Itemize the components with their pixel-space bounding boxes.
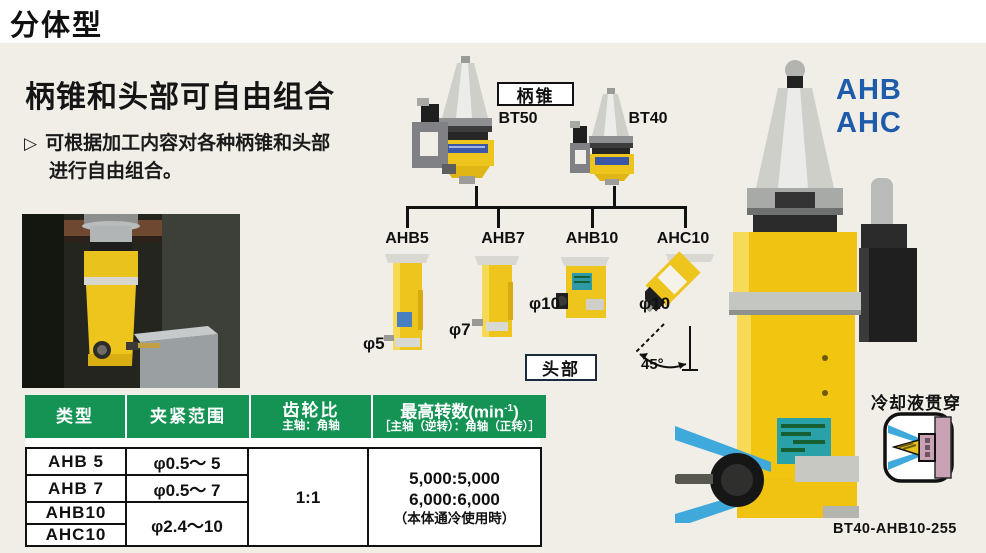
series-line2: AHC <box>836 107 902 139</box>
series-line1: AHB <box>836 74 902 106</box>
connector-horizontal <box>406 206 687 209</box>
ahb10-head-image <box>556 253 610 318</box>
main-product-image <box>675 60 917 523</box>
speed-line1: 5,000:5,000 <box>409 468 500 488</box>
shank-group-label: 柄锥 <box>497 82 574 106</box>
type-cell: AHC10 <box>25 523 127 547</box>
intro-bullet-line1: ▷可根据加工内容对各种柄锥和头部 <box>24 133 331 154</box>
type-cell: AHB10 <box>25 501 127 525</box>
spec-table-header: 类型 夹紧范围 齿轮比 主轴：角轴 最高转数(min-1) ［主轴（逆转）：角轴… <box>25 395 546 438</box>
ahb7-label: AHB7 <box>481 230 525 247</box>
connector-bt40 <box>613 186 616 207</box>
ahc10-label: AHC10 <box>656 230 710 247</box>
header-type: 类型 <box>25 395 125 438</box>
bt40-label: BT40 <box>628 110 668 127</box>
range-cell: φ0.5～ 5 <box>125 447 249 476</box>
connector-drop-4 <box>684 206 687 228</box>
connector-drop-2 <box>497 206 500 228</box>
table-row: AHC10 <box>25 523 541 547</box>
ahb5-head-image <box>384 250 430 350</box>
table-gap <box>25 438 540 447</box>
connector-bt50 <box>475 186 478 207</box>
head-group-label: 头部 <box>525 354 597 381</box>
table-row: AHB10 φ2.4～10 <box>25 501 541 547</box>
ahb5-diameter-label: φ5 <box>363 334 385 353</box>
series-name: AHB AHC <box>836 74 902 140</box>
ahc10-head-image <box>645 250 715 313</box>
intro-bullet: ▷可根据加工内容对各种柄锥和头部 进行自由组合。 <box>24 130 330 186</box>
spec-table: AHB 5 φ0.5～ 5 1:1 5,000:5,000 6,000:6,00… <box>25 447 542 547</box>
ahb7-head-image <box>472 252 520 337</box>
ahb10-diameter-label: φ10 <box>529 294 561 313</box>
intro-heading: 柄锥和头部可自由组合 <box>25 81 335 114</box>
product-code-label: BT40-AHB10-255 <box>833 521 957 537</box>
range-cell: φ2.4～10 <box>125 501 249 547</box>
ahb10-label: AHB10 <box>565 230 619 247</box>
angle-annotation <box>635 323 698 371</box>
coolant-through-label: 冷却液贯穿 <box>871 394 961 413</box>
ahc10-diameter-label: φ10 <box>639 294 671 313</box>
speed-note: （本体通冷使用時） <box>393 510 516 526</box>
type-cell: AHB 5 <box>25 447 127 476</box>
triangle-bullet-icon: ▷ <box>24 134 38 153</box>
connector-drop-1 <box>406 206 409 228</box>
header-speed: 最高转数(min-1) ［主轴（逆转）：角轴（正转）］ <box>373 395 546 438</box>
bt50-label: BT50 <box>498 110 538 127</box>
speed-line2: 6,000:6,000 <box>409 489 500 509</box>
ahc10-angle-label: 45° <box>641 356 664 373</box>
speed-cell: 5,000:5,000 6,000:6,000 （本体通冷使用時） <box>367 447 542 547</box>
table-row: AHB 5 φ0.5～ 5 1:1 5,000:5,000 6,000:6,00… <box>25 447 542 547</box>
bt50-shank-image <box>412 56 494 184</box>
ahb7-diameter-label: φ7 <box>449 320 471 339</box>
bt40-shank-image <box>570 88 634 185</box>
application-photo <box>22 214 240 388</box>
page-title: 分体型 <box>10 10 104 42</box>
table-row: AHB 7 φ0.5～ 7 <box>25 474 541 503</box>
intro-bullet-line2: 进行自由组合。 <box>49 161 183 182</box>
coolant-through-icon <box>883 412 954 483</box>
connector-drop-3 <box>591 206 594 228</box>
header-range: 夹紧范围 <box>127 395 249 438</box>
range-cell: φ0.5～ 7 <box>125 474 249 503</box>
ratio-cell: 1:1 <box>247 447 369 547</box>
type-cell: AHB 7 <box>25 474 127 503</box>
ahb5-label: AHB5 <box>385 230 429 247</box>
header-ratio: 齿轮比 主轴：角轴 <box>251 395 371 438</box>
